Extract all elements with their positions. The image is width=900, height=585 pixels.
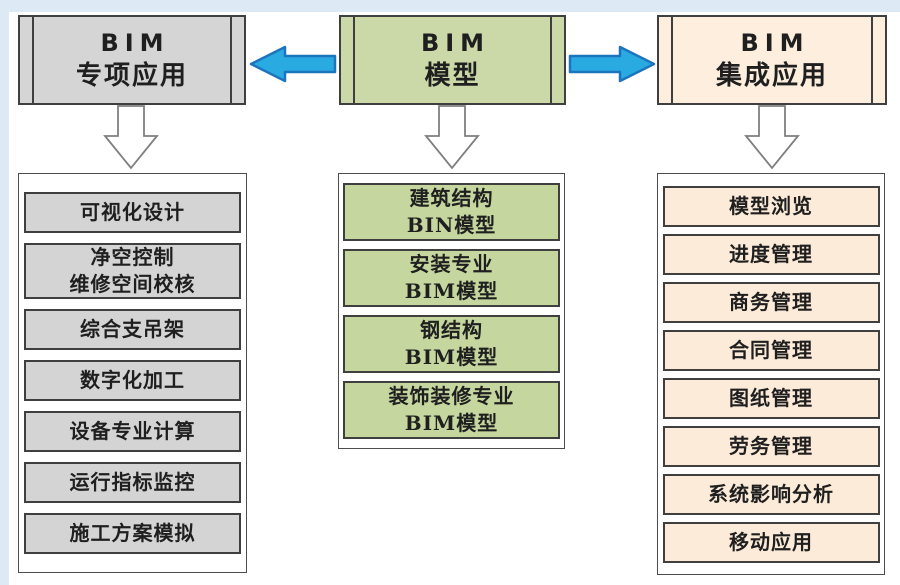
list-item: 商务管理 — [662, 281, 880, 323]
list-item: 图纸管理 — [662, 377, 880, 419]
list-item: 施工方案模拟 — [24, 513, 241, 554]
header-integrated-title-zh: 集成应用 — [715, 61, 828, 91]
arrow-down-icon — [424, 105, 480, 170]
list-integrated-applications: 模型浏览 进度管理 商务管理 合同管理 图纸管理 劳务管理 系统影响分析 移动应… — [657, 173, 885, 575]
header-bim-special-applications: BIM 专项应用 — [18, 15, 246, 105]
frame-left-strip — [0, 0, 9, 585]
list-item: 移动应用 — [662, 521, 880, 563]
arrow-down-icon — [744, 105, 800, 170]
header-bim-model: BIM 模型 — [339, 15, 566, 105]
arrow-down-icon — [103, 105, 159, 170]
list-item: 装饰装修专业 BIM模型 — [343, 381, 560, 439]
header-bim-integrated-applications: BIM 集成应用 — [657, 15, 887, 105]
header-integrated-title-en: BIM — [740, 29, 810, 57]
list-item: 运行指标监控 — [24, 462, 241, 503]
list-item: 模型浏览 — [662, 185, 880, 227]
list-item: 综合支吊架 — [24, 309, 241, 350]
frame-top-strip — [0, 0, 900, 12]
list-item: 系统影响分析 — [662, 473, 880, 515]
list-item: 钢结构 BIM模型 — [343, 315, 560, 373]
header-model-title-en: BIM — [420, 29, 491, 57]
list-item: 数字化加工 — [24, 360, 241, 401]
header-special-title-zh: 专项应用 — [75, 61, 188, 91]
list-item: 进度管理 — [662, 233, 880, 275]
arrow-left-icon — [249, 45, 337, 83]
list-item: 可视化设计 — [24, 192, 241, 233]
list-special-applications: 可视化设计 净空控制 维修空间校核 综合支吊架 数字化加工 设备专业计算 运行指… — [18, 173, 247, 573]
list-item: 设备专业计算 — [24, 411, 241, 452]
list-item: 劳务管理 — [662, 425, 880, 467]
list-item: 建筑结构 BIN模型 — [343, 183, 560, 241]
list-item: 净空控制 维修空间校核 — [24, 243, 241, 299]
list-item: 安装专业 BIM模型 — [343, 249, 560, 307]
header-special-title-en: BIM — [100, 29, 170, 57]
arrow-right-icon — [568, 45, 656, 83]
list-item: 合同管理 — [662, 329, 880, 371]
header-model-title-zh: 模型 — [424, 61, 481, 91]
list-bim-models: 建筑结构 BIN模型 安装专业 BIM模型 钢结构 BIM模型 装饰装修专业 B… — [338, 173, 565, 449]
